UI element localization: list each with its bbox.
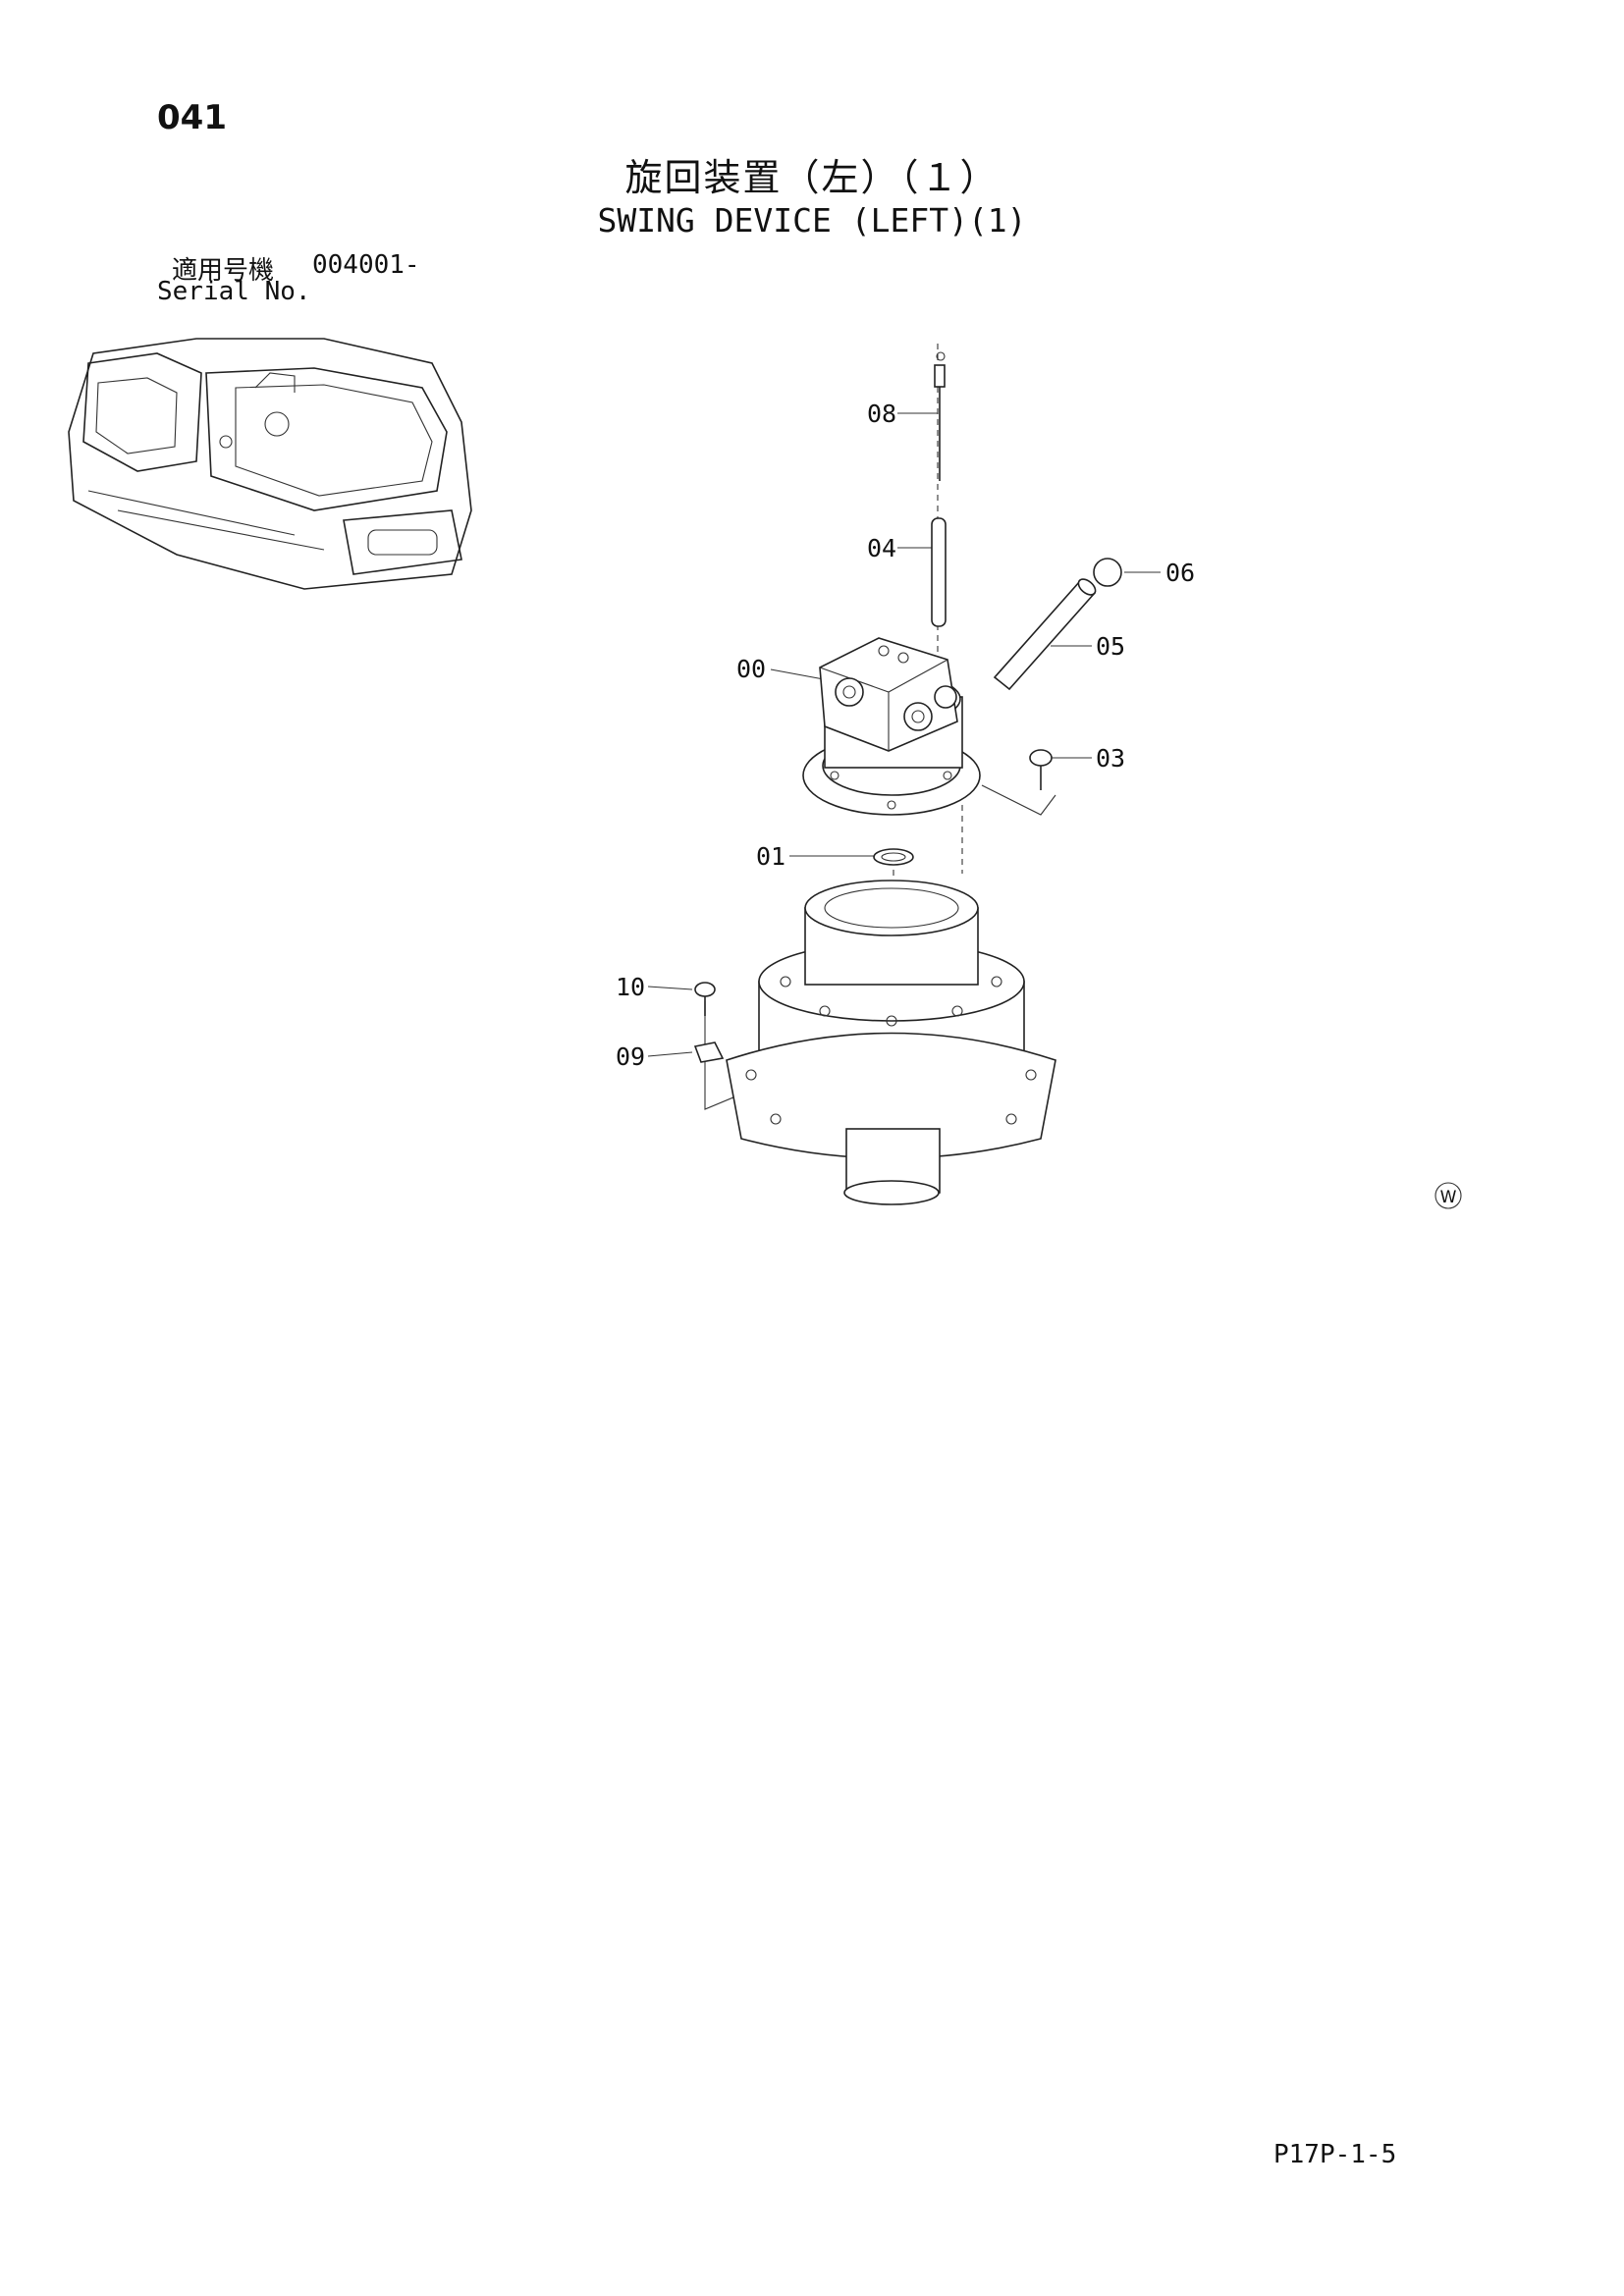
part-09-plate	[693, 1041, 725, 1063]
part-03-bolt	[1029, 749, 1053, 790]
callout-09: 09	[616, 1042, 645, 1071]
serial-label-japanese: 適用号機	[172, 256, 275, 286]
part-05-angled-pipe	[993, 578, 1097, 691]
serial-label-english: Serial No.	[157, 277, 311, 306]
callout-04: 04	[867, 534, 896, 562]
serial-value: 004001-	[312, 250, 420, 280]
swing-reduction-gear-housing	[726, 880, 1056, 1205]
circled-w-mark: W	[1435, 1182, 1462, 1209]
page-title-english: SWING DEVICE (LEFT)(1)	[597, 201, 1027, 240]
part-00-swing-motor	[802, 637, 981, 816]
part-10-bolt	[694, 982, 716, 1016]
excavator-locator-illustration	[68, 338, 472, 590]
callout-06: 06	[1165, 559, 1195, 587]
part-01-o-ring	[873, 848, 914, 866]
callout-05: 05	[1096, 632, 1125, 661]
callout-01: 01	[756, 842, 785, 871]
part-08-level-gauge	[934, 351, 946, 481]
page-title-japanese: 旋回装置（左）（１）	[624, 156, 1000, 199]
callout-03: 03	[1096, 744, 1125, 773]
footer-page-code: P17P-1-5	[1273, 2140, 1397, 2169]
part-04-pipe	[931, 517, 947, 627]
part-06-cap	[1093, 558, 1122, 587]
page-number: 041	[157, 98, 227, 137]
callout-10: 10	[616, 973, 645, 1001]
svg-text:W: W	[1440, 1188, 1457, 1207]
callout-00: 00	[736, 655, 766, 683]
callout-08: 08	[867, 400, 896, 428]
